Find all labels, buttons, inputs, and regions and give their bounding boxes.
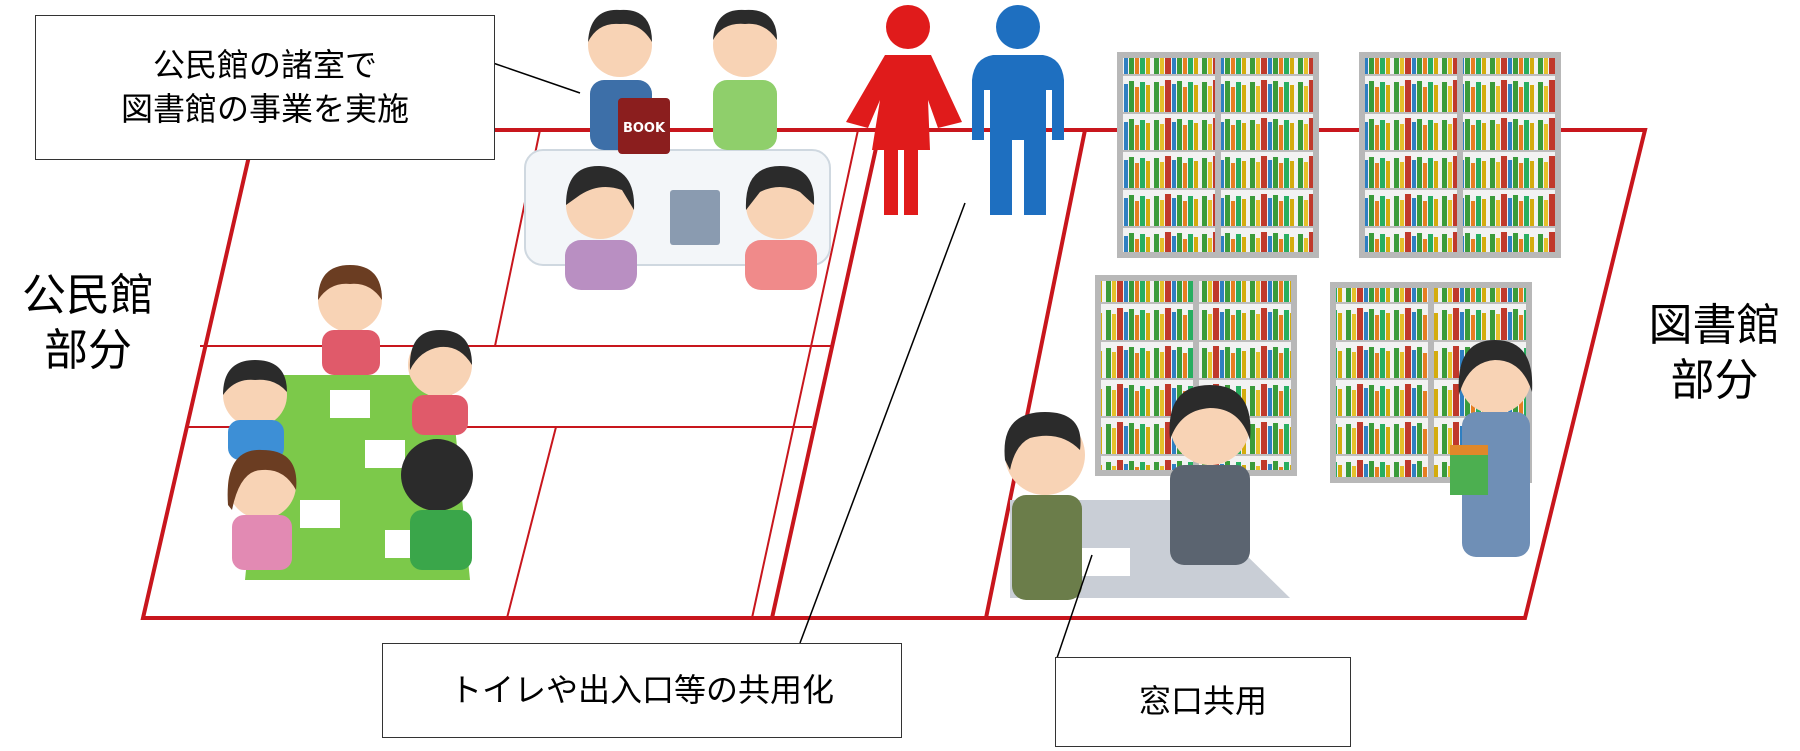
person-hair	[223, 360, 287, 395]
person-hair	[566, 165, 635, 210]
shared-counter-text: 窓口共用	[1138, 682, 1267, 721]
person-hair	[1458, 340, 1533, 395]
book-label: BOOK	[623, 121, 666, 136]
events-callout-line1: 公民館の諸室で	[152, 46, 377, 85]
female-restroom-icon	[846, 5, 962, 215]
paper	[365, 440, 405, 468]
reading-meeting-illustration: BOOK	[524, 9, 831, 290]
paper	[330, 390, 370, 418]
person-body	[410, 510, 472, 570]
person-body	[412, 395, 468, 435]
leader-line	[492, 62, 581, 94]
partition-line	[985, 129, 1086, 619]
person-body	[1012, 495, 1082, 600]
community-center-label-line1: 公民館	[22, 270, 154, 321]
male-restroom-icon	[972, 5, 1064, 215]
document	[1080, 548, 1130, 576]
community-center-label: 公民館 部分	[8, 268, 168, 378]
person-body	[745, 240, 817, 290]
leader-line	[799, 202, 966, 644]
person-hair	[745, 166, 815, 210]
person-hair	[227, 449, 297, 510]
person-head	[588, 13, 652, 77]
person-hair	[713, 9, 777, 40]
person-body	[713, 80, 777, 150]
person-head	[401, 439, 473, 511]
library-label-line1: 図書館	[1648, 300, 1781, 351]
person-body	[322, 330, 380, 375]
group-discussion-illustration	[223, 265, 473, 580]
partition-line	[506, 426, 557, 619]
partition-line	[751, 129, 859, 619]
shared-facilities-text: トイレや出入口等の共用化	[449, 670, 834, 709]
events-callout-line2: 図書館の事業を実施	[120, 89, 409, 128]
person-body	[228, 420, 284, 460]
person-hair	[588, 9, 652, 42]
book-on-table	[670, 190, 720, 245]
person-body	[232, 515, 292, 570]
library-label-line2: 部分	[1670, 355, 1759, 406]
paper	[300, 500, 340, 528]
library-label: 図書館 部分	[1632, 298, 1797, 408]
person-body	[565, 240, 637, 290]
person-hair	[409, 330, 472, 370]
person-body	[1170, 465, 1250, 565]
shared-facilities-callout: トイレや出入口等の共用化	[382, 643, 902, 738]
person-hair	[1004, 412, 1081, 470]
book-stack	[1450, 455, 1488, 495]
person-hair	[318, 265, 382, 300]
person-head	[713, 13, 777, 77]
service-counter-illustration	[1004, 340, 1533, 600]
shared-counter-callout: 窓口共用	[1055, 657, 1351, 747]
book-icon	[618, 98, 670, 154]
person-hair	[1169, 385, 1251, 440]
events-callout: 公民館の諸室で 図書館の事業を実施	[35, 15, 495, 160]
community-center-label-line2: 部分	[44, 325, 132, 376]
leader-line	[1056, 554, 1093, 659]
